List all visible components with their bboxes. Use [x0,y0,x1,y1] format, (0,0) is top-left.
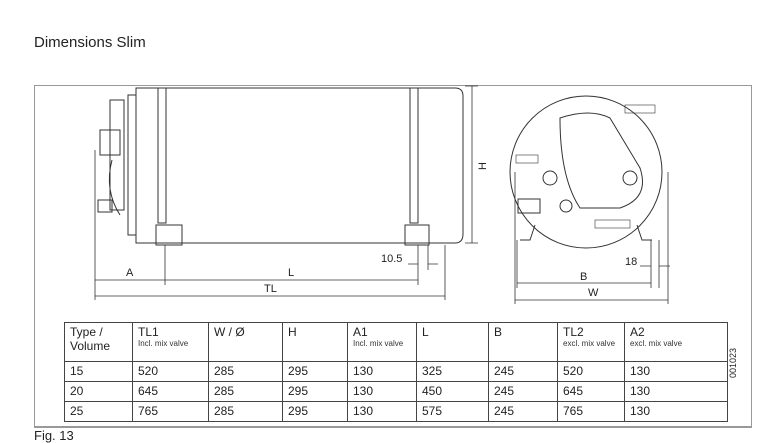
table-cell: 520 [557,361,625,382]
table-cell: 245 [488,361,558,382]
table-cell: 520 [132,361,209,382]
side-view [97,87,464,246]
figure-frame [34,85,752,428]
dimension-lines [94,85,670,304]
dim-label-b: B [580,271,587,283]
header-label: TL2 [563,325,584,339]
table-cell: 15 [64,361,133,382]
header-sublabel: Incl. mix valve [138,339,189,348]
table-cell: 295 [282,361,348,382]
table-cell: 130 [347,401,417,422]
header-label: A1 [353,325,368,339]
header-label: W / Ø [214,325,245,339]
page-title: Dimensions Slim [34,34,146,51]
table-cell: 285 [208,361,283,382]
table-cell: 325 [416,361,489,382]
header-label: TL1 [138,325,159,339]
header-label: L [422,325,429,339]
table-cell: 285 [208,401,283,422]
dim-label-l: L [288,267,294,279]
table-cell: 765 [557,401,625,422]
header-sublabel: Incl. mix valve [353,339,404,348]
table-cell: 295 [282,401,348,422]
header-label: A2 [630,325,645,339]
table-cell: 130 [624,401,728,422]
header-label: H [288,325,297,339]
table-cell: 245 [488,381,558,402]
table-cell: 130 [347,361,417,382]
header-sublabel: excl. mix valve [563,339,616,348]
drawing-code: 001023 [728,347,738,378]
header-label: B [494,325,503,339]
front-view [509,95,663,249]
table-cell: 130 [624,361,728,382]
table-cell: 575 [416,401,489,422]
dim-label-w: W [588,287,599,299]
dim-label-a: A [126,267,134,279]
table-cell: 765 [132,401,209,422]
table-cell: 645 [557,381,625,402]
table-cell: 20 [64,381,133,402]
dim-label-h: H [477,162,489,170]
table-cell: 450 [416,381,489,402]
header-label: Type / Volume [70,325,111,353]
header-sublabel: excl. mix valve [630,339,683,348]
table-cell: 245 [488,401,558,422]
table-cell: 25 [64,401,133,422]
table-cell: 130 [347,381,417,402]
table-cell: 295 [282,381,348,402]
dim-label-18: 18 [625,256,637,268]
table-cell: 130 [624,381,728,402]
dim-label-10-5: 10.5 [381,253,402,265]
figure-caption: Fig. 13 [34,428,74,443]
dim-label-tl: TL [264,283,277,295]
table-cell: 645 [132,381,209,402]
table-cell: 285 [208,381,283,402]
